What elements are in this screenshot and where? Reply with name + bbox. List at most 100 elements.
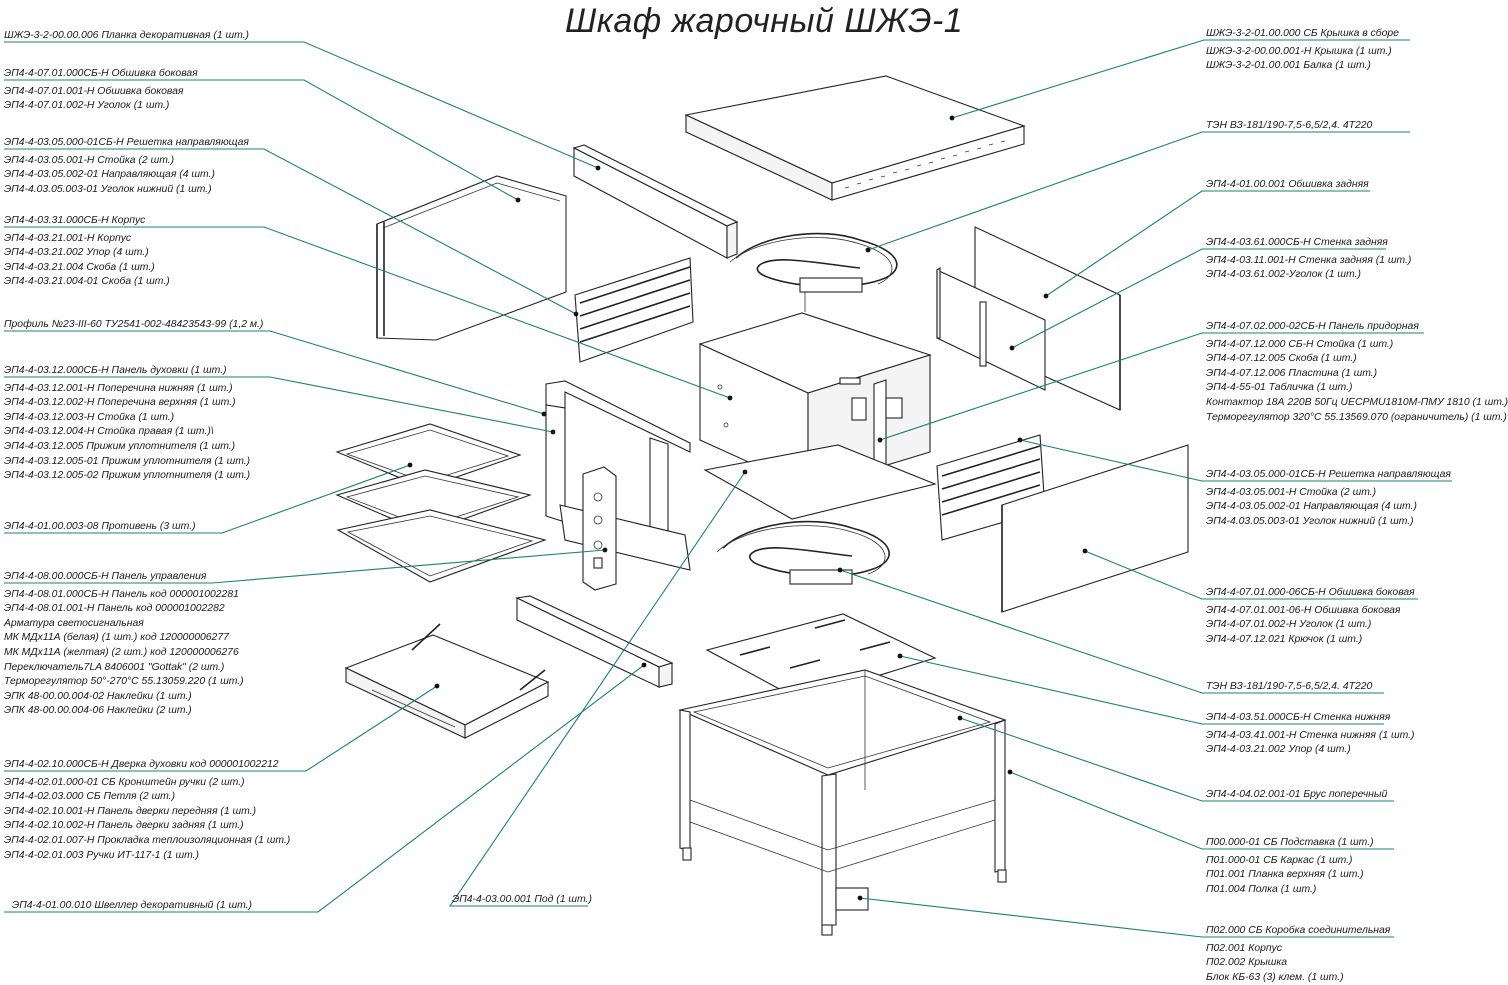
callout-subitem: ЭП4-4-07.12.006 Пластина (1 шт.) bbox=[1206, 367, 1378, 379]
callout-heading: ЭП4-4-03.61.000СБ-Н Стенка задняя bbox=[1206, 237, 1388, 248]
callout-heading: ЭП4-4-07.01.000-06СБ-Н Обшивка боковая bbox=[1206, 587, 1415, 598]
callout-subitem: МК МДх11А (желтая) (2 шт.) код 120000006… bbox=[4, 646, 239, 658]
callout-subitem: ЭП4-4-03.05.001-Н Стойка (2 шт.) bbox=[1206, 486, 1377, 498]
callout-subitem: ЭП4-4-03.21.004 Скоба (1 шт.) bbox=[4, 261, 155, 273]
part-oven-hearth bbox=[703, 444, 937, 520]
callout-heading: ЭП4-4-04.02.001-01 Брус поперечный bbox=[1206, 789, 1388, 800]
callout-heading: ТЭН ВЗ-181/190-7,5-6,5/2,4. 4Т220 bbox=[1206, 681, 1373, 692]
callout-subitem: ЭП4-4-03.12.005-01 Прижим уплотнителя (1… bbox=[4, 455, 251, 467]
part-control-panel bbox=[582, 466, 617, 591]
callout-subitem: Контактор 18А 220В 50Гц UECPMU1810M-ПМУ … bbox=[1206, 396, 1508, 408]
callout-subitem: Переключатель7LA 8406001 "Gottak" (2 шт.… bbox=[4, 661, 225, 673]
callout-subitem: ЭП4-4-03.21.002 Упор (4 шт.) bbox=[4, 247, 149, 259]
callout-subitem: Арматура светосигнальная bbox=[4, 617, 144, 629]
callout-subitem: ЭП4-4-08.01.001-Н Панель код 00000100228… bbox=[4, 603, 225, 615]
callout-left-5: ЭП4-4-03.12.000СБ-Н Панель духовки (1 шт… bbox=[4, 364, 250, 484]
part-lid-assembly bbox=[684, 75, 1026, 201]
callout-subitem: ЭП4-4-02.01.000-01 СБ Кронштейн ручки (2… bbox=[4, 776, 245, 788]
callout-subitem: Терморегулятор 50°-270°С 55.13059.220 (1… bbox=[4, 676, 244, 688]
callout-subitem: ЭП4-4-03.61.002-Уголок (1 шт.) bbox=[1206, 269, 1361, 281]
callout-subitem: ЭП4-4-02.10.001-Н Панель дверки передняя… bbox=[4, 805, 257, 817]
callout-left-4: Профиль №23-III-60 ТУ2541-002-48423543-9… bbox=[4, 318, 263, 333]
part-stand bbox=[678, 669, 1007, 936]
callout-subitem: П02.001 Корпус bbox=[1206, 942, 1282, 954]
callout-left-6: ЭП4-4-01.00.003-08 Противень (3 шт.) bbox=[4, 520, 196, 535]
part-back-wall bbox=[936, 266, 1046, 391]
callout-subitem: ЭП4-4-03.05.001-Н Стойка (2 шт.) bbox=[4, 154, 175, 166]
leader-lines bbox=[4, 39, 1452, 938]
callout-heading: ЭП4-4-07.01.000СБ-Н Обшивка боковая bbox=[4, 68, 198, 79]
callout-left-2: ЭП4-4-03.05.000-01СБ-Н Решетка направляю… bbox=[4, 136, 249, 197]
callout-subitem: Терморегулятор 320°С 55.13569.070 (огран… bbox=[1206, 411, 1507, 423]
callout-right-7: ТЭН ВЗ-181/190-7,5-6,5/2,4. 4Т220 bbox=[1206, 680, 1372, 695]
callout-heading: ЭП4-4-01.00.001 Обшивка задняя bbox=[1206, 179, 1369, 190]
callout-subitem: П01.000-01 СБ Каркас (1 шт.) bbox=[1206, 854, 1353, 866]
callout-subitem: ШЖЭ-3-2-01.00.001 Балка (1 шт.) bbox=[1206, 60, 1371, 72]
callout-subitem: ЭП4-4-02.10.002-Н Панель дверки задняя (… bbox=[4, 820, 244, 832]
callout-subitem: П01.004 Полка (1 шт.) bbox=[1206, 883, 1317, 895]
callout-heading: ЭП4-4-01.00.003-08 Противень (3 шт.) bbox=[4, 521, 196, 532]
part-side-sheathing-right bbox=[1001, 444, 1189, 613]
callout-subitem: ШЖЭ-3-2-00.00.001-Н Крышка (1 шт.) bbox=[1206, 45, 1392, 57]
part-heating-element-bottom bbox=[716, 520, 890, 585]
callout-subitem: ЭП4-4-02.01.007-Н Прокладка теплоизоляци… bbox=[4, 834, 291, 846]
callout-heading: ЭП4-4-08.00.000СБ-Н Панель управления bbox=[4, 571, 207, 582]
callout-subitem: ЭП4-4-07.01.001-06-Н Обшивка боковая bbox=[1206, 604, 1401, 616]
callout-subitem: ЭП4-4-07.01.002-Н Уголок (1 шт.) bbox=[1206, 619, 1372, 631]
part-decorative-channel bbox=[515, 595, 674, 688]
drawing-title: Шкаф жарочный ШЖЭ-1 bbox=[565, 2, 964, 40]
part-oven-door bbox=[344, 623, 550, 739]
callout-right-5: ЭП4-4-03.05.000-01СБ-Н Решетка направляю… bbox=[1206, 468, 1451, 529]
callout-right-2: ЭП4-4-01.00.001 Обшивка задняя bbox=[1206, 178, 1369, 193]
callout-right-9: ЭП4-4-04.02.001-01 Брус поперечный bbox=[1206, 788, 1387, 803]
callout-subitem: ЭП4-4-55-01 Табличка (1 шт.) bbox=[1206, 382, 1353, 394]
callout-subitem: ЭПК 48-00.00.004-02 Наклейки (1 шт.) bbox=[4, 690, 192, 702]
callout-subitem: П01.001 Планка верхняя (1 шт.) bbox=[1206, 869, 1364, 881]
callout-subitem: ЭП4-4.03.05.003-01 Уголок нижний (1 шт.) bbox=[1206, 515, 1414, 527]
part-instrument-panel bbox=[851, 379, 903, 487]
callout-subitem: ЭПК 48-00.00.004-06 Наклейки (2 шт.) bbox=[4, 705, 192, 717]
callout-subitem: ЭП4-4-03.05.002-01 Направляющая (4 шт.) bbox=[1206, 501, 1417, 513]
callout-center-0: ЭП4-4-03.00.001 Под (1 шт.) bbox=[452, 893, 592, 908]
callout-right-1: ТЭН ВЗ-181/190-7,5-6,5/2,4. 4Т220 bbox=[1206, 119, 1372, 134]
callout-subitem: ЭП4-4-03.12.001-Н Поперечина нижняя (1 ш… bbox=[4, 382, 233, 394]
callout-heading: П02.000 СБ Коробка соединительная bbox=[1206, 925, 1391, 936]
part-side-sheathing-left bbox=[376, 175, 567, 341]
part-guide-rack-left bbox=[574, 257, 694, 363]
callout-subitem: П02.002 Крышка bbox=[1206, 957, 1288, 969]
part-heating-element-top bbox=[729, 232, 898, 312]
callout-subitem: ЭП4-4-02.03.000 СБ Петля (2 шт.) bbox=[4, 791, 176, 803]
callout-heading: ЭП4-4-03.12.000СБ-Н Панель духовки (1 шт… bbox=[4, 365, 227, 376]
callout-heading: ЭП4-4-03.51.000СБ-Н Стенка нижняя bbox=[1206, 712, 1391, 723]
callout-heading: ЭП4-4-03.00.001 Под (1 шт.) bbox=[452, 894, 592, 905]
callout-subitem: ЭП4-4-03.05.002-01 Направляющая (4 шт.) bbox=[4, 169, 215, 181]
callout-subitem: ЭП4-4-07.12.000 СБ-Н Стойка (1 шт.) bbox=[1206, 338, 1394, 350]
callout-heading: ЭП4-4-03.31.000СБ-Н Корпус bbox=[4, 215, 146, 226]
callout-subitem: ЭП4-4-07.01.002-Н Уголок (1 шт.) bbox=[4, 100, 170, 112]
callout-heading: ШЖЭ-3-2-00.00.006 Планка декоративная (1… bbox=[4, 30, 250, 41]
callout-heading: ЭП4-4-02.10.000СБ-Н Дверка духовки код 0… bbox=[4, 759, 279, 770]
callout-left-0: ШЖЭ-3-2-00.00.006 Планка декоративная (1… bbox=[4, 29, 249, 44]
callout-subitem: ЭП4-4.03.05.003-01 Уголок нижний (1 шт.) bbox=[4, 183, 212, 195]
callout-subitem: ЭП4-4-03.12.004-Н Стойка правая (1 шт.)\ bbox=[4, 426, 214, 438]
callout-subitem: ЭП4-4-02.01.003 Ручки ИТ-117-1 (1 шт.) bbox=[4, 849, 199, 861]
callout-subitem: ЭП4-4-03.41.001-Н Стенка нижняя (1 шт.) bbox=[1206, 729, 1415, 741]
part-decorative-strip bbox=[572, 144, 739, 259]
callout-subitem: ЭП4-4-03.12.002-Н Поперечина верхняя (1 … bbox=[4, 397, 236, 409]
callout-subitem: МК МДх11А (белая) (1 шт.) код 1200000062… bbox=[4, 632, 229, 644]
callout-subitem: ЭП4-4-07.12.021 Крючок (1 шт.) bbox=[1206, 633, 1363, 645]
callout-subitem: Блок КБ-63 (3) клем. (1 шт.) bbox=[1206, 971, 1344, 983]
part-baking-trays bbox=[335, 423, 547, 583]
callout-subitem: ЭП4-4-03.21.001-Н Корпус bbox=[4, 232, 132, 244]
callout-heading: Профиль №23-III-60 ТУ2541-002-48423543-9… bbox=[4, 319, 264, 330]
callout-subitem: ЭП4-4-07.12.005 Скоба (1 шт.) bbox=[1206, 353, 1357, 365]
callout-heading: ЭП4-4-03.05.000-01СБ-Н Решетка направляю… bbox=[4, 137, 249, 148]
